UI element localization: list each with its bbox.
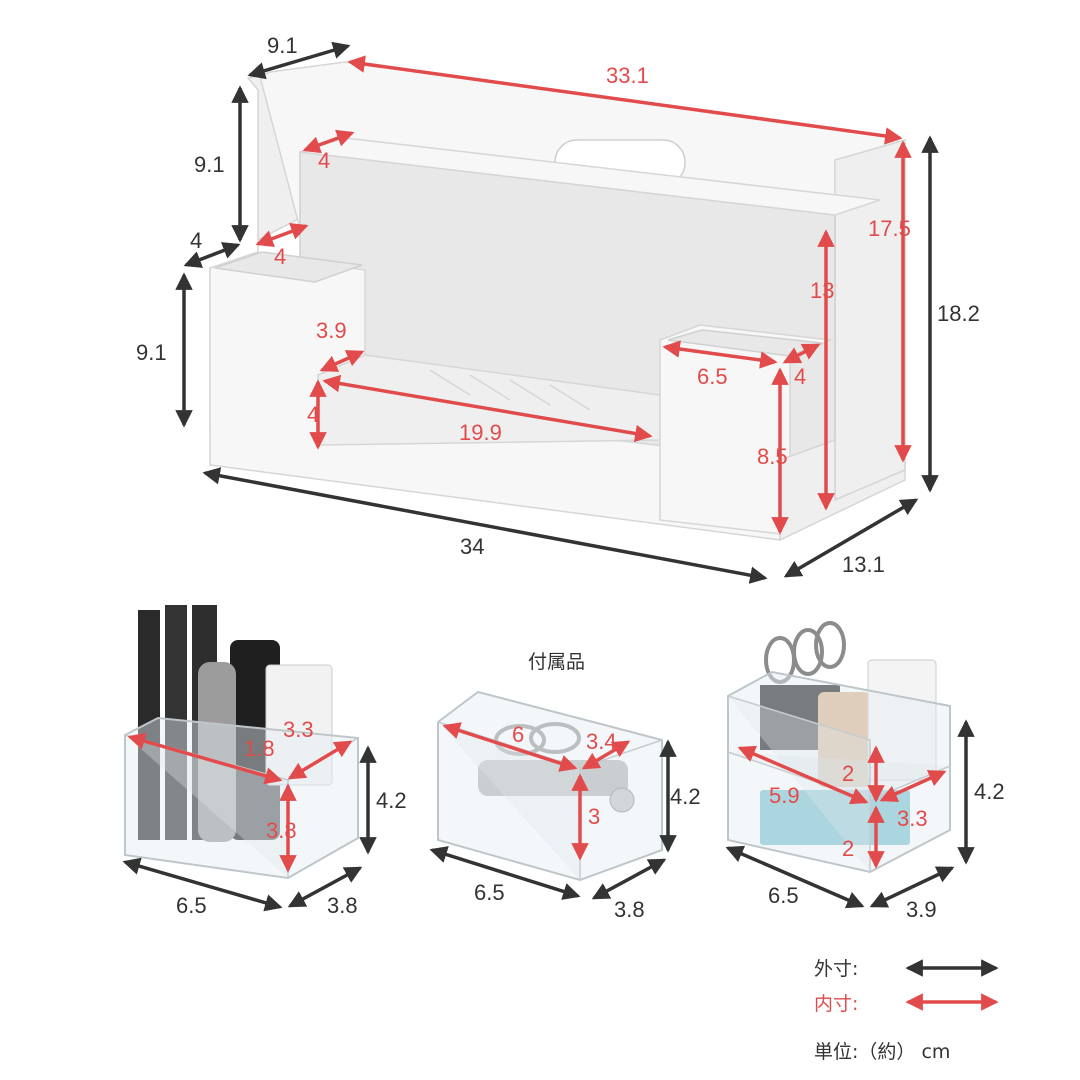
total-width-label: 34 [460, 534, 484, 559]
left-step-depth-label: 4 [190, 228, 202, 253]
tray-width-label: 19.9 [459, 420, 502, 445]
two-tier-outer-height: 4.2 [974, 779, 1005, 804]
back-width-label: 33.1 [606, 63, 649, 88]
back-right-side [834, 139, 906, 502]
clip-case-outer-height: 4.2 [670, 784, 701, 809]
right-pocket-height-label: 8.5 [757, 444, 788, 469]
clip-case-inner-height: 3 [588, 804, 600, 829]
main-outer-dimensions: 9.1 9.1 4 9.1 18.2 34 13.1 [136, 33, 980, 584]
side-top-depth-label: 9.1 [267, 33, 298, 58]
right-pocket-width-label: 6.5 [697, 364, 728, 389]
pen-case-inner-height: 3.8 [266, 818, 297, 843]
middle-inner-height-label: 13 [810, 278, 834, 303]
main-inner-dimensions: 33.1 4 4 3.9 4 19.9 6.5 4 17.5 13 8.5 [255, 55, 912, 535]
two-tier-outer-width: 6.5 [768, 883, 799, 908]
front-left-height-label: 9.1 [136, 340, 167, 365]
left-cup-top [214, 251, 363, 283]
legend-unit-label: 単位:（約） cm [814, 1041, 950, 1063]
two-tier-inner-upper-height: 2 [842, 761, 854, 786]
accessory-pen-case: 1.8 3.3 3.8 4.2 6.5 3.8 [122, 605, 407, 918]
legend-inner-label: 内寸: [814, 993, 858, 1015]
back-height-step-label: 9.1 [194, 152, 225, 177]
main-organizer [209, 61, 906, 542]
two-tier-outer-depth: 3.9 [906, 897, 937, 922]
pen-case-outer-width: 6.5 [176, 893, 207, 918]
legend: 外寸: 内寸: 単位:（約） cm [814, 958, 999, 1063]
pen-case-outer-depth: 3.8 [327, 893, 358, 918]
total-height-label: 18.2 [937, 301, 980, 326]
accessory-clip-case: 付属品 6 3.4 3 4.2 6.5 3.8 [429, 651, 701, 922]
right-pocket-depth-label: 4 [794, 364, 806, 389]
middle-slot-depth-label: 4 [274, 244, 286, 269]
clip-case-inner-depth: 3.4 [586, 729, 617, 754]
pen-case-outer-height: 4.2 [376, 788, 407, 813]
accessory-label: 付属品 [528, 651, 585, 673]
total-depth-label: 13.1 [842, 552, 885, 577]
accessory-two-tier-case: 2 5.9 3.3 2 4.2 6.5 3.9 [725, 621, 1005, 922]
two-tier-inner-lower-height: 2 [842, 836, 854, 861]
pen-case-inner-width: 1.8 [244, 736, 275, 761]
tray-depth-label: 3.9 [316, 318, 347, 343]
two-tier-inner-width: 5.9 [769, 783, 800, 808]
tray-height-label: 4 [307, 402, 319, 427]
legend-outer-label: 外寸: [814, 958, 858, 980]
rear-slot-depth-label: 4 [318, 148, 330, 173]
two-tier-inner-depth: 3.3 [897, 806, 928, 831]
pen-case-inner-depth: 3.3 [283, 717, 314, 742]
back-inner-height-label: 17.5 [868, 216, 911, 241]
clip-case-outer-depth: 3.8 [614, 897, 645, 922]
clip-case-inner-width: 6 [512, 722, 524, 747]
clip-case-outer-width: 6.5 [474, 880, 505, 905]
